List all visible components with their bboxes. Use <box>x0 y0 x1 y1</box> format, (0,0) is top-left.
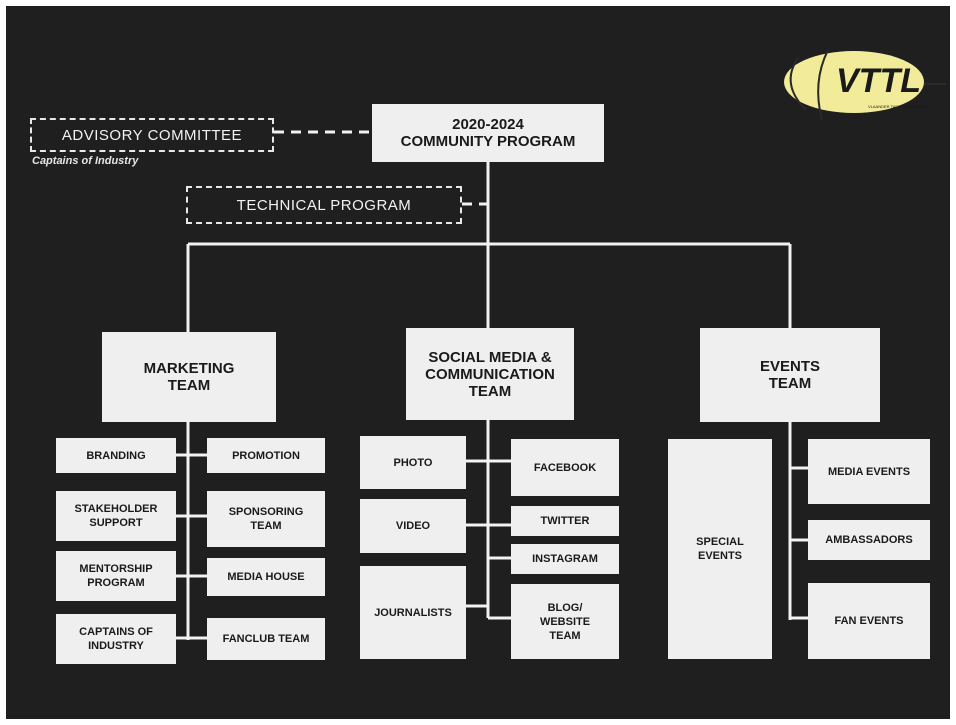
sub-journalists: JOURNALISTS <box>360 566 466 659</box>
events-team-box: EVENTS TEAM <box>700 328 880 422</box>
logo-graphic: VTTL VLAANDER TAFELTENNIS LIGA <box>784 49 946 121</box>
sub-sponsoring-team: SPONSORING TEAM <box>207 491 325 547</box>
vttl-logo: VTTL VLAANDER TAFELTENNIS LIGA <box>776 44 950 124</box>
technical-program-box: TECHNICAL PROGRAM <box>186 186 462 224</box>
sub-captains-of-industry: CAPTAINS OF INDUSTRY <box>56 614 176 664</box>
sub-branding: BRANDING <box>56 438 176 473</box>
sub-instagram: INSTAGRAM <box>511 544 619 574</box>
sub-fan-events: FAN EVENTS <box>808 583 930 659</box>
sub-video: VIDEO <box>360 499 466 553</box>
org-chart: VTTL VLAANDER TAFELTENNIS LIGA 2020-2024… <box>6 6 950 719</box>
marketing-team-box: MARKETING TEAM <box>102 332 276 422</box>
root-community-program: 2020-2024 COMMUNITY PROGRAM <box>372 104 604 162</box>
logo-text: VTTL <box>836 62 921 100</box>
sub-photo: PHOTO <box>360 436 466 489</box>
sub-blog-website-team: BLOG/ WEBSITE TEAM <box>511 584 619 659</box>
social-media-team-box: SOCIAL MEDIA & COMMUNICATION TEAM <box>406 328 574 420</box>
sub-mentorship-program: MENTORSHIP PROGRAM <box>56 551 176 601</box>
advisory-committee-label: ADVISORY COMMITTEE <box>61 126 243 144</box>
technical-program-label: TECHNICAL PROGRAM <box>236 196 412 214</box>
sub-promotion: PROMOTION <box>207 438 325 473</box>
advisory-committee-box: ADVISORY COMMITTEE <box>30 118 274 152</box>
sub-media-house: MEDIA HOUSE <box>207 558 325 596</box>
logo-subtext: VLAANDER TAFELTENNIS LIGA <box>868 104 928 109</box>
sub-twitter: TWITTER <box>511 506 619 536</box>
sub-special-events: SPECIAL EVENTS <box>668 439 772 659</box>
sub-media-events: MEDIA EVENTS <box>808 439 930 504</box>
sub-facebook: FACEBOOK <box>511 439 619 496</box>
sub-fanclub-team: FANCLUB TEAM <box>207 618 325 660</box>
advisory-caption: Captains of Industry <box>32 155 139 167</box>
sub-ambassadors: AMBASSADORS <box>808 520 930 560</box>
sub-stakeholder-support: STAKEHOLDER SUPPORT <box>56 491 176 541</box>
